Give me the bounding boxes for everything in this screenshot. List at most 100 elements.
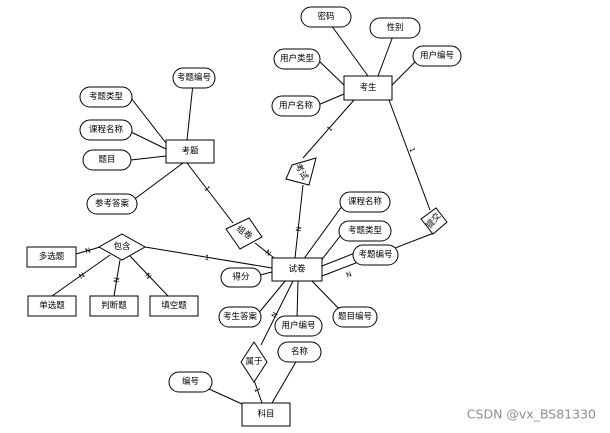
relationship-zujuan: 组卷 bbox=[225, 217, 263, 250]
entity-danxuanti-label: 单选题 bbox=[39, 300, 65, 311]
card-baohan-duoxuanti: N bbox=[84, 246, 91, 255]
line-baohan-shijuan bbox=[144, 246, 273, 269]
attribute-kaoti-bianhao-kt-label: 考题编号 bbox=[177, 72, 211, 83]
attribute-kaoti-bianhao-sj: 考题编号 bbox=[352, 244, 399, 266]
line-kaosheng-yonghubianhao bbox=[391, 61, 416, 86]
attribute-kecheng-mingcheng-kt: 课程名称 bbox=[79, 119, 133, 141]
attribute-yonghu-mingcheng: 用户名称 bbox=[271, 95, 321, 117]
attribute-mima-label: 密码 bbox=[317, 11, 334, 22]
attribute-kaosheng-daan: 考生答案 bbox=[218, 306, 262, 328]
entity-panduanti-label: 判断题 bbox=[101, 300, 127, 311]
attribute-kaoti-bianhao-kt: 考题编号 bbox=[172, 67, 216, 89]
attribute-kaoti-leixing-sj-pill bbox=[338, 220, 392, 242]
attribute-kaoti-leixing-kt-pill bbox=[79, 86, 133, 108]
line-kaoshi-shijuan bbox=[294, 184, 304, 259]
card-baohan-danxuanti: N bbox=[78, 271, 87, 281]
entity-tiankongti-label: 填空题 bbox=[161, 300, 187, 311]
attribute-defen-label: 得分 bbox=[232, 272, 250, 283]
entity-panduanti-box bbox=[89, 295, 139, 317]
attribute-yonghu-bianhao-sj: 用户编号 bbox=[274, 315, 323, 337]
attribute-kaoti-bianhao-sj-label: 考题编号 bbox=[358, 249, 392, 260]
card-shijuan-shuyu: N bbox=[270, 311, 279, 319]
relationship-shuyu: 属于 bbox=[240, 341, 268, 383]
line-shijuan-kechengmingcheng bbox=[302, 201, 346, 261]
line-kemu-mingcheng bbox=[271, 359, 298, 404]
attribute-yonghu-leixing-ks-pill bbox=[273, 48, 321, 70]
attribute-kaoti-leixing-kt-label: 考题类型 bbox=[89, 91, 124, 102]
line-shuyu-kemu bbox=[253, 379, 263, 404]
relationship-tijiao-diamond bbox=[420, 207, 448, 235]
entity-kemu-box bbox=[241, 402, 291, 427]
attribute-cankao-daan-label: 参考答案 bbox=[95, 198, 130, 209]
entity-kaosheng-box bbox=[343, 75, 393, 101]
attribute-kaoti-bianhao-kt-pill bbox=[172, 67, 216, 89]
line-shijuan-shuyu bbox=[260, 280, 294, 346]
card-kaosheng-tijiao: 1 bbox=[407, 147, 416, 154]
attribute-bianhao: 编号 bbox=[168, 371, 213, 393]
entity-duoxuanti-box bbox=[26, 246, 77, 268]
line-shijuan-yonghubianhao bbox=[296, 280, 299, 319]
line-baohan-danxuanti bbox=[51, 254, 111, 297]
relationship-shuyu-label: 属于 bbox=[245, 357, 263, 367]
attribute-yonghu-bianhao-sj-pill bbox=[274, 315, 323, 337]
entity-kaoti-box bbox=[165, 139, 215, 164]
line-kemu-bianhao bbox=[208, 388, 243, 405]
attribute-yonghu-bianhao-ks: 用户编号 bbox=[412, 45, 462, 67]
relationship-baohan-diamond bbox=[97, 233, 147, 261]
attribute-timu: 题目 bbox=[82, 149, 132, 171]
attribute-timu-pill bbox=[82, 149, 132, 171]
line-kaoti-zujuan bbox=[186, 162, 234, 224]
relationship-shuyu-diamond bbox=[240, 341, 268, 383]
attribute-mingcheng-label: 名称 bbox=[291, 346, 309, 357]
card-zujuan-shijuan: N bbox=[263, 248, 272, 258]
entity-kemu: 科目 bbox=[241, 402, 291, 427]
card-kaosheng-kaoshi: 1 bbox=[326, 125, 335, 134]
line-shijuan-kaoshengdaan bbox=[256, 279, 287, 316]
entity-kaoti-label: 考题 bbox=[181, 147, 199, 157]
attribute-kecheng-mingcheng-sj-pill bbox=[339, 191, 391, 213]
entity-kaosheng: 考生 bbox=[343, 75, 393, 101]
attribute-cankao-daan: 参考答案 bbox=[86, 193, 138, 215]
entity-kemu-label: 科目 bbox=[257, 409, 274, 420]
relationship-baohan-label: 包含 bbox=[113, 241, 131, 252]
attribute-yonghu-mingcheng-pill bbox=[271, 95, 321, 117]
attribute-timu-bianhao-label: 题目编号 bbox=[338, 311, 372, 322]
line-kaoti-timu bbox=[130, 155, 167, 161]
line-shijuan-kaotibianhao bbox=[321, 252, 356, 267]
entity-shijuan: 试卷 bbox=[271, 257, 323, 282]
entity-shijuan-label: 试卷 bbox=[288, 264, 306, 275]
attribute-yonghu-mingcheng-label: 用户名称 bbox=[279, 100, 314, 111]
entity-kaoti: 考题 bbox=[165, 139, 215, 164]
card-baohan-tiankongti: N bbox=[143, 271, 152, 280]
attribute-kaoti-leixing-sj-label: 考题类型 bbox=[348, 225, 383, 236]
entity-shijuan-box bbox=[271, 257, 323, 282]
attribute-yonghu-leixing-ks: 用户类型 bbox=[273, 48, 321, 70]
line-kaosheng-tijiao bbox=[388, 99, 431, 211]
attribute-timu-bianhao-pill bbox=[332, 306, 378, 328]
attribute-kaosheng-daan-label: 考生答案 bbox=[223, 311, 258, 322]
attribute-mima: 密码 bbox=[300, 6, 352, 28]
attribute-mingcheng: 名称 bbox=[277, 341, 322, 363]
attribute-kecheng-mingcheng-sj-label: 课程名称 bbox=[348, 196, 383, 207]
entity-kaosheng-label: 考生 bbox=[359, 82, 377, 93]
card-baohan-panduanti: N bbox=[113, 277, 122, 283]
card-kaoti-zujuan: 1 bbox=[202, 185, 211, 193]
line-kaoti-kechengmingcheng bbox=[128, 130, 167, 150]
relationship-baohan: 包含 bbox=[97, 233, 147, 261]
card-tijiao-shijuan: N bbox=[345, 270, 353, 279]
attribute-timu-bianhao: 题目编号 bbox=[332, 306, 378, 328]
line-kaosheng-yonghuleixing bbox=[317, 59, 345, 86]
line-kaosheng-yonghumingcheng bbox=[317, 93, 345, 106]
entity-duoxuanti-label: 多选题 bbox=[39, 251, 65, 262]
entity-tiankongti: 填空题 bbox=[149, 295, 199, 317]
card-kaoshi-shijuan: N bbox=[295, 226, 304, 232]
attribute-yonghu-bianhao-ks-pill bbox=[412, 45, 462, 67]
csdn-watermark: CSDN @vx_BS81330 bbox=[467, 407, 596, 422]
line-kaoti-cankaodaan bbox=[131, 162, 184, 202]
attribute-mima-pill bbox=[300, 6, 352, 28]
attribute-yonghu-bianhao-sj-label: 用户编号 bbox=[281, 320, 315, 331]
entity-danxuanti-box bbox=[27, 295, 77, 317]
card-baohan-shijuan: 1 bbox=[204, 254, 210, 263]
line-baohan-panduanti bbox=[113, 259, 121, 297]
